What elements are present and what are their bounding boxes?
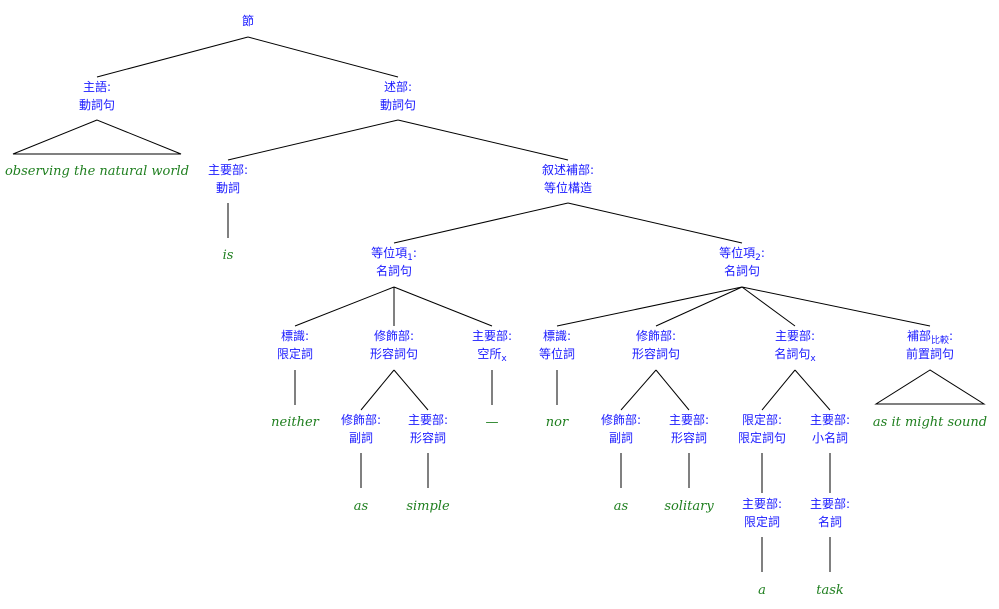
node-c1-head-line2: 空所x (477, 347, 507, 364)
node-c2-nom-line2: 小名詞 (812, 430, 848, 445)
node-clause: 節 (242, 13, 254, 28)
node-c2-nom-line1: 主要部: (810, 412, 850, 427)
edge-c2-head (741, 286, 796, 327)
node-c2-det-head-line2: 限定詞 (744, 514, 780, 529)
leaf-simple: simple (406, 499, 450, 514)
edge-c1-head (393, 286, 493, 327)
leaf-a: a (758, 583, 766, 598)
leaf-task: task (816, 583, 844, 598)
node-coord1-sub: 1 (407, 253, 413, 263)
leaf-subject-phrase: observing the natural world (5, 164, 189, 179)
node-coord2-label: 等位項 (719, 245, 755, 260)
tree-nodes: 節 主語: 動詞句 述部: 動詞句 主要部: 動詞 叙述補部: 等位構造 等位項… (79, 13, 954, 529)
edge-c2-comp (741, 286, 931, 327)
edge-c2-mod (655, 286, 743, 327)
edge-clause-subj (96, 36, 249, 78)
node-pred-head-line2: 動詞 (216, 181, 240, 195)
tree-edges (12, 36, 986, 572)
node-subject-line2: 動詞句 (79, 98, 115, 112)
node-c2-mod-mod-line1: 修飾部: (601, 412, 641, 427)
node-c2-mod-head-line1: 主要部: (669, 412, 709, 427)
node-c2-comp-label: 補部 (907, 328, 931, 343)
edge-c2-marker (556, 286, 743, 327)
node-c1-mod-line2: 形容詞句 (370, 346, 418, 361)
node-c2-comp-sub: 比較 (931, 334, 949, 346)
triangle-subj (12, 119, 182, 155)
node-c2-mod-line1: 修飾部: (636, 328, 676, 343)
node-c2-det-line2: 限定詞句 (738, 430, 786, 445)
node-c1-mod-mod-line1: 修飾部: (341, 412, 381, 427)
tree-leaves: observing the natural world is neither —… (5, 164, 987, 598)
edge-comp-coord1 (393, 202, 569, 244)
node-coord1-line1: 等位項1: (371, 245, 417, 263)
node-c1-mod-line1: 修飾部: (374, 328, 414, 343)
node-c2-comp-line2: 前置詞句 (906, 346, 954, 361)
edge-pred-head (227, 119, 399, 161)
node-coord2-sub: 2 (755, 253, 761, 263)
node-c2-comp-line1: 補部比較: (907, 328, 953, 346)
node-pred-head-line1: 主要部: (208, 162, 248, 177)
node-c2-marker-line1: 標識: (543, 329, 571, 343)
leaf-neither: neither (271, 415, 320, 430)
node-c1-marker-line1: 標識: (281, 329, 309, 343)
node-pred-comp-line1: 叙述補部: (542, 162, 594, 177)
edge-pred-comp (397, 119, 569, 161)
edge-c2head-nom (794, 369, 831, 411)
node-coord1-line2: 名詞句 (376, 263, 412, 278)
node-predicate-line2: 動詞句 (380, 98, 416, 112)
leaf-solitary: solitary (664, 499, 714, 514)
node-c2-mod-mod-line2: 副詞 (609, 431, 633, 445)
edge-c2head-det (761, 369, 796, 411)
leaf-nor: nor (546, 415, 569, 430)
node-c1-mod-mod-line2: 副詞 (349, 431, 373, 445)
node-predicate-line1: 述部: (384, 79, 412, 94)
edge-c1mod-mod (360, 369, 395, 411)
leaf-as-1: as (354, 499, 369, 514)
node-coord2-line2: 名詞句 (724, 263, 760, 278)
triangle-c2-comp (874, 369, 986, 405)
node-c2-head-line2: 名詞句x (774, 346, 816, 364)
node-c2-head-line1: 主要部: (775, 328, 815, 343)
node-c1-head-line1: 主要部: (472, 328, 512, 343)
node-c2-mod-line2: 形容詞句 (632, 346, 680, 361)
node-c2-det-head-line1: 主要部: (742, 496, 782, 511)
node-c2-nom-head-line1: 主要部: (810, 496, 850, 511)
node-c1-marker-line2: 限定詞 (277, 346, 313, 361)
edge-c1mod-head (393, 369, 429, 411)
edge-c2mod-mod (620, 369, 657, 411)
leaf-as-2: as (614, 499, 629, 514)
node-pred-comp-line2: 等位構造 (544, 180, 592, 195)
node-c2-nom-head-line2: 名詞 (818, 514, 842, 529)
node-subject-line1: 主語: (83, 79, 111, 94)
node-c2-det-line1: 限定部: (742, 412, 782, 427)
node-coord2-line1: 等位項2: (719, 245, 765, 263)
edge-c1-marker (294, 286, 395, 327)
node-coord1-label: 等位項 (371, 245, 407, 260)
edge-clause-pred (247, 36, 399, 78)
node-c2-head-sub: x (810, 354, 816, 364)
node-c2-head-label: 名詞句 (774, 346, 810, 361)
node-c1-head-sub: x (501, 354, 507, 364)
leaf-comparative-phrase: as it might sound (873, 415, 987, 430)
node-c2-marker-line2: 等位詞 (539, 346, 575, 361)
node-c1-mod-head-line2: 形容詞 (410, 430, 446, 445)
node-c1-mod-head-line1: 主要部: (408, 412, 448, 427)
node-c2-mod-head-line2: 形容詞 (671, 430, 707, 445)
edge-comp-coord2 (567, 202, 743, 244)
leaf-is: is (223, 248, 234, 263)
leaf-gap: — (486, 415, 499, 430)
edge-c2mod-head (655, 369, 690, 411)
node-c1-head-label: 空所 (477, 347, 501, 361)
